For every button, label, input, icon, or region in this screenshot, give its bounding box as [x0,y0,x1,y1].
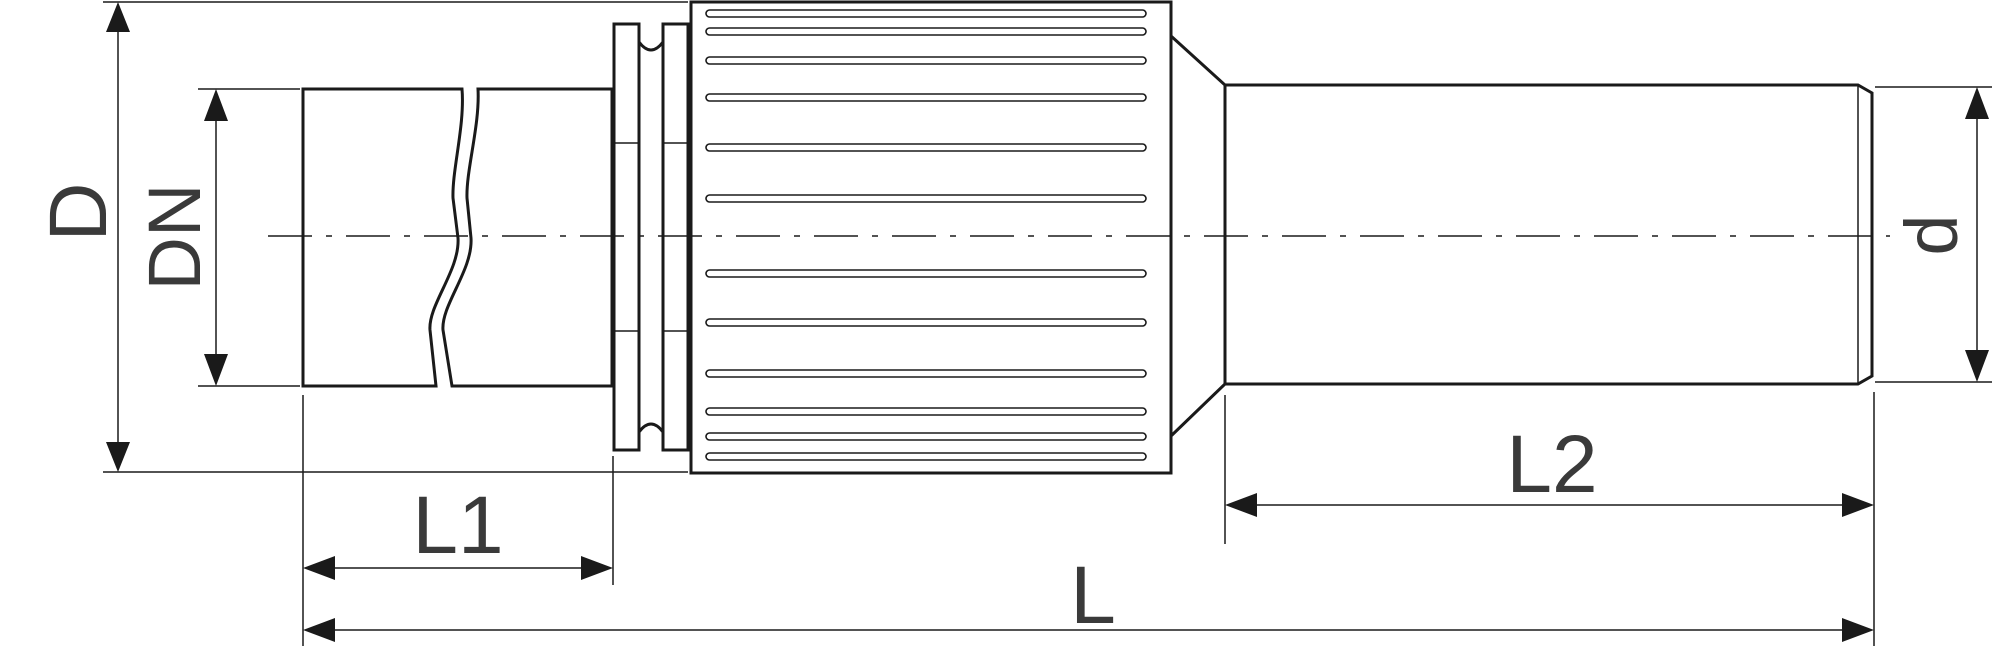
arrow-down-icon [204,354,228,386]
arrow-up-icon [1965,87,1989,119]
dimension-d-outer: D [33,2,130,472]
extension-lines [103,1,1992,646]
arrow-left-icon [303,556,335,580]
arrow-right-icon [1842,493,1874,517]
pipe-socket-section [301,87,614,388]
label-l2: L2 [1506,419,1597,510]
arrow-down-icon [106,442,130,472]
fitting-body [301,0,1874,475]
label-l-total: L [1070,550,1116,641]
arrow-right-icon [1842,618,1874,642]
label-dn: DN [133,184,216,291]
label-d-outer: D [33,182,124,241]
knurled-nut [689,0,1173,475]
arrow-right-icon [581,556,613,580]
arrow-left-icon [1225,493,1257,517]
flange-rings [612,22,690,452]
arrow-left-icon [303,618,335,642]
dimension-l1: L1 [303,480,613,580]
dimension-l2: L2 [1225,419,1874,517]
arrow-up-icon [204,89,228,121]
spigot [1223,83,1874,386]
arrow-down-icon [1965,350,1989,382]
dimension-d-spigot: d [1890,87,1989,382]
label-d-spigot: d [1890,214,1973,255]
dimension-l-total: L [303,550,1874,642]
arrow-up-icon [106,2,130,32]
label-l1: L1 [412,480,503,571]
dimension-dn: DN [133,89,228,386]
